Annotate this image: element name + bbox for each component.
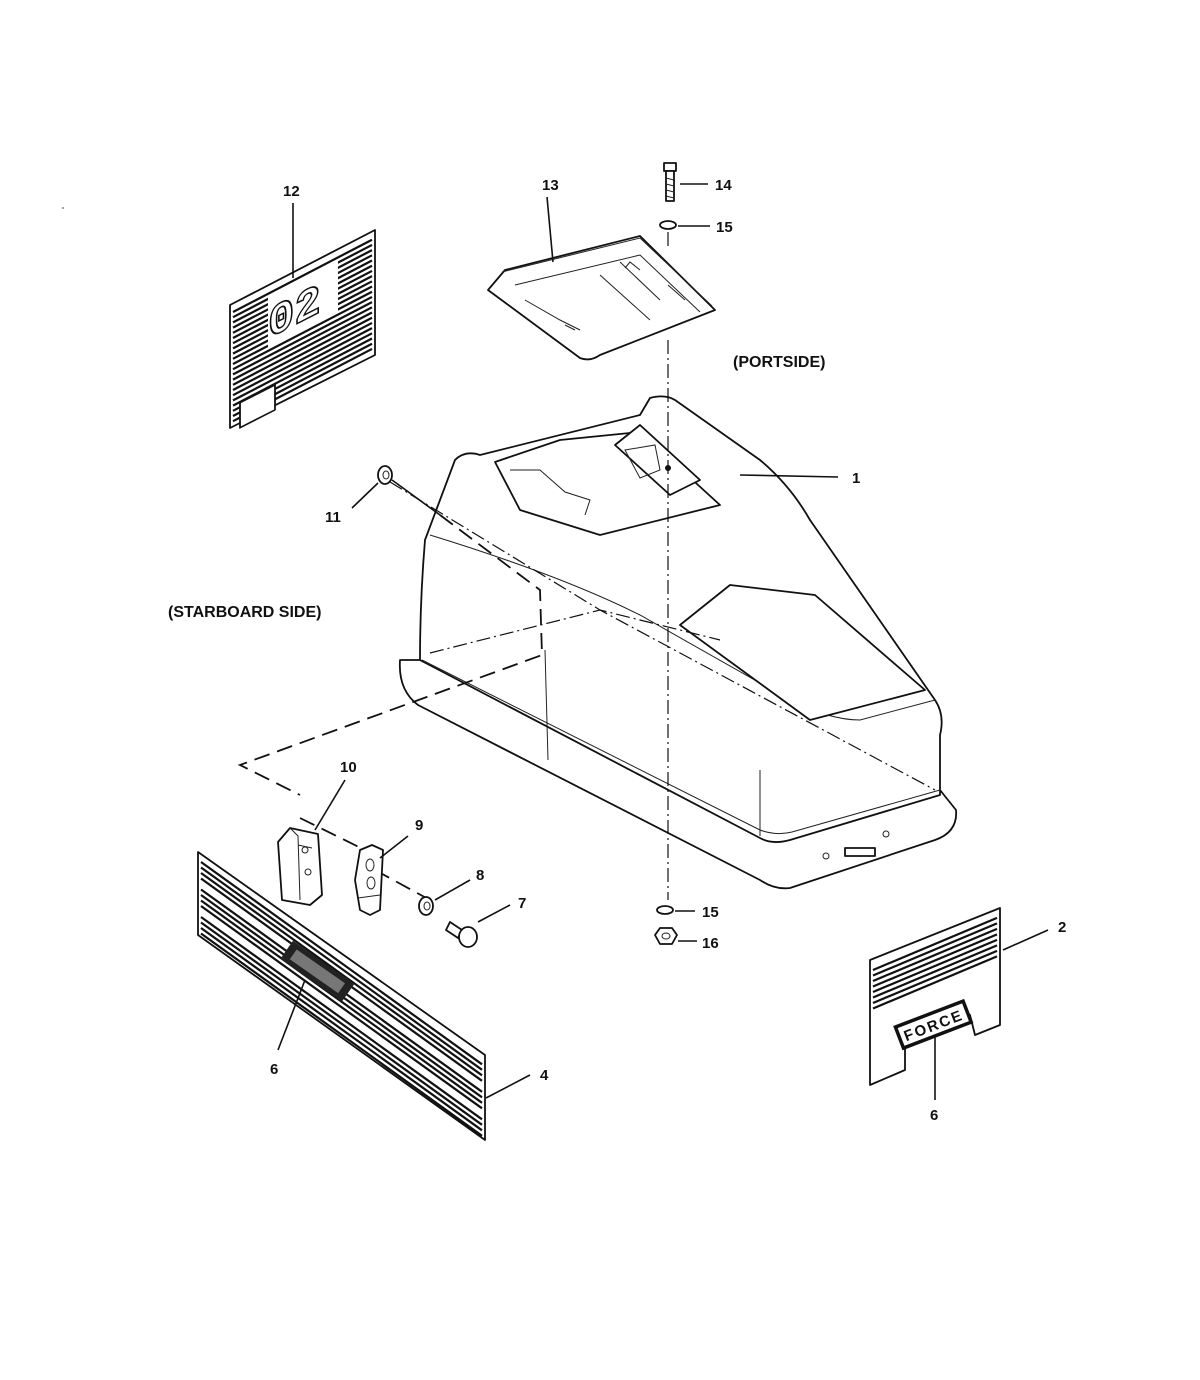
callout-9: 9 <box>415 817 423 834</box>
decal-stripe <box>232 321 373 397</box>
stray-mark <box>62 207 64 209</box>
callout-6-starboard: 6 <box>270 1061 278 1078</box>
decal-stripe <box>200 927 483 1132</box>
decal-stripe <box>200 872 483 1077</box>
latch-assembly-leader <box>237 514 543 796</box>
emblem-portside: FORCE <box>893 998 974 1051</box>
callout-2: 2 <box>1058 919 1066 936</box>
starboard-label: (STARBOARD SIDE) <box>168 604 321 621</box>
decal-stripe <box>872 944 998 999</box>
decal-stripe <box>872 916 998 972</box>
grommet <box>377 465 441 516</box>
decal-12: 02 <box>229 229 376 429</box>
washer-upper <box>659 220 677 230</box>
engine-cover <box>389 395 958 890</box>
decal-stripe <box>200 866 483 1071</box>
washer-8 <box>418 896 434 916</box>
decal-stripe <box>232 311 373 386</box>
decal-stripe <box>200 921 483 1126</box>
portside-label: (PORTSIDE) <box>733 354 825 371</box>
decal-stripe <box>232 301 373 376</box>
callout-11: 11 <box>325 509 341 526</box>
decal-stripe <box>872 933 998 988</box>
leader-lines <box>277 183 1049 1100</box>
decal-stripe <box>200 899 483 1104</box>
decal-stripe <box>200 932 483 1137</box>
decal-stripe <box>232 332 373 407</box>
decal-stripe <box>872 922 998 977</box>
hardware-stack <box>654 162 678 945</box>
bolt <box>663 162 677 172</box>
decal-stripe <box>872 949 998 1005</box>
callout-4: 4 <box>540 1067 549 1084</box>
washer-lower <box>656 905 674 915</box>
decal-stripe <box>232 327 373 402</box>
decal-stripe <box>872 955 998 1010</box>
decal-stripe <box>200 861 483 1066</box>
callout-16: 16 <box>702 935 719 952</box>
decal-stripe <box>232 316 373 391</box>
callout-1: 1 <box>852 470 860 487</box>
callout-15-upper: 15 <box>716 219 733 236</box>
decal-stripe <box>232 238 373 313</box>
decal-stripe <box>872 927 998 983</box>
callout-numbers: 1 2 4 6 6 7 8 9 10 11 12 13 14 15 15 16 <box>270 177 1066 1124</box>
cover-crease <box>429 534 936 721</box>
top-cap <box>487 235 716 361</box>
decal-2: FORCE <box>869 907 1001 1086</box>
screw-7 <box>445 921 478 948</box>
decal-stripe <box>200 905 483 1110</box>
callout-8: 8 <box>476 867 484 884</box>
cover-side-vent <box>679 584 926 721</box>
bracket <box>277 827 323 906</box>
decal-stripe <box>200 916 483 1121</box>
decal-stripe <box>232 306 373 381</box>
decal-stripe <box>232 295 373 371</box>
callout-7: 7 <box>518 895 526 912</box>
decal-stripe <box>872 938 998 994</box>
callout-14: 14 <box>715 177 732 194</box>
callout-15-lower: 15 <box>702 904 719 921</box>
decal-4 <box>197 851 486 1141</box>
callout-10: 10 <box>340 759 357 776</box>
callout-13: 13 <box>542 177 559 194</box>
nut <box>654 927 678 945</box>
callout-6-portside: 6 <box>930 1107 938 1124</box>
callout-12: 12 <box>283 183 300 200</box>
latch <box>354 844 384 916</box>
